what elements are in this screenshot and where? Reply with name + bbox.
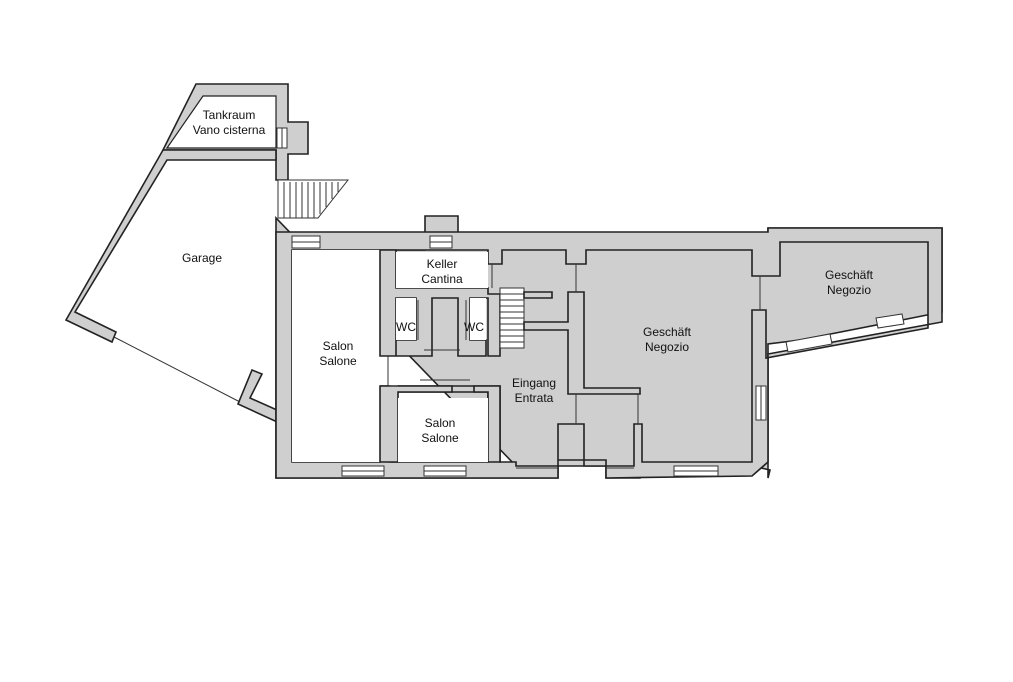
geschaeft-main-label-it: Negozio (645, 340, 689, 354)
garage-block (64, 149, 350, 428)
geschaeft-side-label-de: Geschäft (825, 268, 874, 282)
keller-label-it: Cantina (421, 272, 463, 286)
wc-left-label: WC (396, 320, 416, 334)
salon-large-label-de: Salon (323, 339, 354, 353)
wc-right-label: WC (464, 320, 484, 334)
windows (291, 235, 905, 477)
tankraum-label-it: Vano cisterna (193, 123, 266, 137)
eingang-label-de: Eingang (512, 376, 556, 390)
salon-small-label-it: Salone (421, 431, 459, 445)
salon-large-label-it: Salone (319, 354, 357, 368)
geschaeft-side-label-it: Negozio (827, 283, 871, 297)
keller-label-de: Keller (427, 257, 458, 271)
eingang-label-it: Entrata (515, 391, 554, 405)
tankraum-block (161, 83, 309, 181)
geschaeft-main-label-de: Geschäft (643, 325, 692, 339)
salon-small-label-de: Salon (425, 416, 456, 430)
openings (387, 264, 761, 469)
garage-label: Garage (182, 251, 222, 265)
tankraum-label-de: Tankraum (203, 108, 256, 122)
room-labels: Tankraum Vano cisterna Garage Keller Can… (182, 108, 874, 445)
interior (292, 249, 641, 463)
